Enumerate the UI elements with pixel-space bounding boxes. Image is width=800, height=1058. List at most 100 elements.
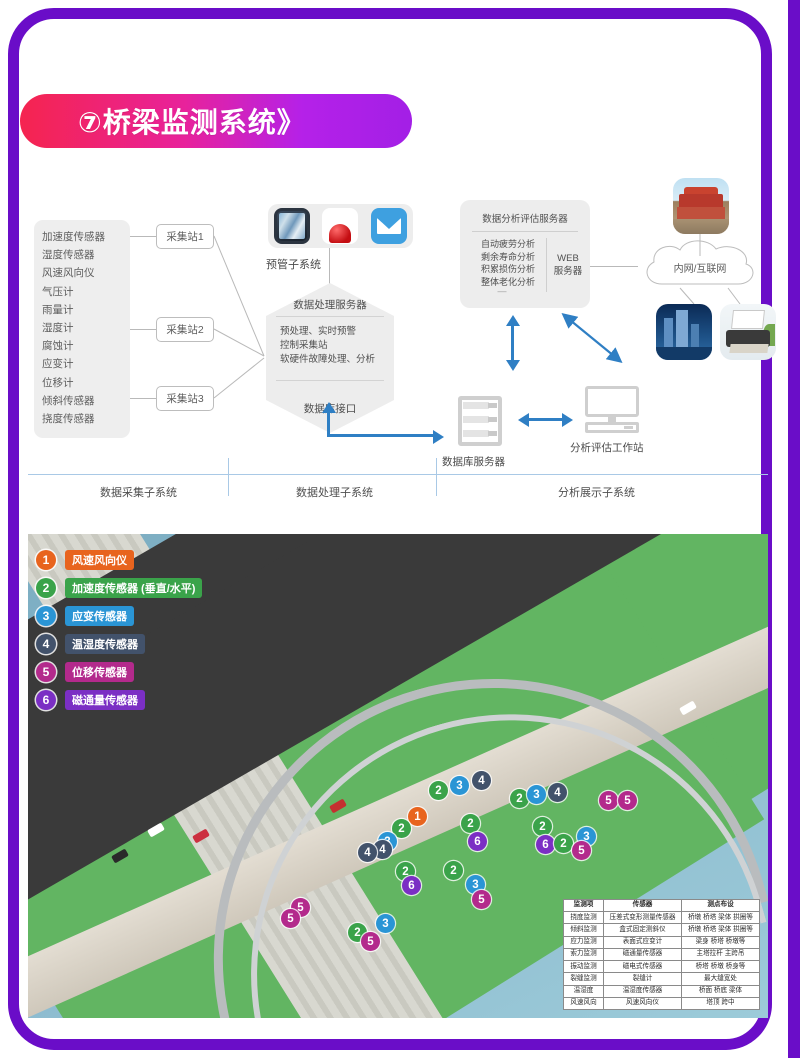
table-cell: 桥墩 桥塔 梁体 拱圈等 xyxy=(681,911,760,925)
sensor-item: 雨量计 xyxy=(42,303,74,316)
right-purple-bar xyxy=(788,0,800,1058)
legend-label: 温湿度传感器 xyxy=(65,634,145,654)
table-row: 挠度监测压差式变形测量传感器桥墩 桥塔 梁体 拱圈等 xyxy=(563,911,760,925)
alert-icon-group xyxy=(268,204,413,248)
workstation-label: 分析评估工作站 xyxy=(570,442,644,454)
alert-subsystem-label: 预管子系统 xyxy=(266,259,321,271)
legend-number-badge: 5 xyxy=(36,662,56,682)
analysis-evaluation-server-box: 数据分析评估服务器 自动疲劳分析 剩余寿命分析 积累损伤分析 整体老化分析 WE… xyxy=(460,200,590,308)
sensor-marker: 4 xyxy=(548,783,567,802)
flow-line-vertical xyxy=(327,411,330,437)
table-cell: 最大缝宽处 xyxy=(681,972,760,986)
legend-number-badge: 3 xyxy=(36,606,56,626)
cloud-photo-connectors xyxy=(679,234,741,305)
connector-line xyxy=(130,329,156,330)
flow-line-horizontal xyxy=(528,418,564,421)
analysis-box-title: 数据分析评估服务器 xyxy=(482,214,568,225)
sensor-marker: 2 xyxy=(392,819,411,838)
flow-arrow-up-icon xyxy=(322,402,336,413)
sensor-item: 挠度传感器 xyxy=(42,413,95,426)
sensor-marker: 3 xyxy=(466,875,485,894)
table-cell: 桥面 桥底 梁体 xyxy=(681,984,760,998)
collection-station-3[interactable]: 采集站3 xyxy=(156,386,214,411)
monitoring-table: 监测项 传感器 测点布设 挠度监测压差式变形测量传感器桥墩 桥塔 梁体 拱圈等倾… xyxy=(563,898,760,1011)
analysis-items: 自动疲劳分析 剩余寿命分析 积累损伤分析 整体老化分析 xyxy=(472,238,544,288)
table-row: 裂缝监测裂缝计最大缝宽处 xyxy=(563,972,760,986)
sensor-marker: 5 xyxy=(618,791,637,810)
subsystem-label-analysis: 分析展示子系统 xyxy=(558,487,635,499)
sensor-marker: 6 xyxy=(536,835,555,854)
table-row: 索力监测磁通量传感器主塔拉杆 主跨吊 xyxy=(563,947,760,962)
table-cell: 桥墩 桥塔 梁体 拱圈等 xyxy=(681,923,760,937)
sensor-marker: 5 xyxy=(572,841,591,860)
legend-number-badge: 2 xyxy=(36,578,56,598)
database-server-icon xyxy=(458,396,502,446)
flow-line-horizontal xyxy=(327,434,435,437)
table-cell: 裂缝监测 xyxy=(563,972,604,986)
sensor-item: 位移计 xyxy=(42,376,74,389)
subsystem-label-acquisition: 数据采集子系统 xyxy=(100,487,177,499)
table-cell: 表面式应变计 xyxy=(603,935,682,949)
sensor-marker: 3 xyxy=(450,776,469,795)
subsystem-label-processing: 数据处理子系统 xyxy=(296,487,373,499)
legend-item: 3 应变传感器 xyxy=(36,602,236,630)
table-cell: 裂缝计 xyxy=(603,972,682,986)
table-cell: 桥塔 桥墩 桥身等 xyxy=(681,960,760,974)
legend-number-badge: 6 xyxy=(36,690,56,710)
sensor-marker: 5 xyxy=(281,909,300,928)
sensor-marker: 5 xyxy=(599,791,618,810)
sensor-marker: 6 xyxy=(468,832,487,851)
collection-station-1[interactable]: 采集站1 xyxy=(156,224,214,249)
legend-label: 风速风向仪 xyxy=(65,550,134,570)
table-cell: 振动监测 xyxy=(563,960,604,974)
cloud-label: 内网/互联网 xyxy=(673,264,727,275)
collection-station-2[interactable]: 采集站2 xyxy=(156,317,214,342)
table-cell: 索力监测 xyxy=(563,947,604,962)
hexagon-title: 数据处理服务器 xyxy=(293,299,367,311)
mail-icon xyxy=(370,208,407,244)
gate-photo xyxy=(673,178,729,234)
flow-arrow-down-icon xyxy=(506,360,520,371)
table-cell: 挠度监测 xyxy=(563,911,604,925)
table-row: 振动监测磁电式传感器桥塔 桥墩 桥身等 xyxy=(563,960,760,974)
table-cell: 磁电式传感器 xyxy=(603,960,682,974)
sensor-marker: 2 xyxy=(444,861,463,880)
table-row: 风速风向风速风向仪塔顶 跨中 xyxy=(563,996,760,1011)
sensor-marker: 6 xyxy=(402,876,421,895)
sensor-item: 湿度传感器 xyxy=(42,249,95,262)
diagonal-double-arrow-icon xyxy=(561,313,623,363)
legend-number-badge: 1 xyxy=(36,550,56,570)
table-header-cell: 监测项 xyxy=(563,898,604,913)
sensor-marker: 4 xyxy=(358,843,377,862)
table-cell: 风速风向 xyxy=(563,996,604,1011)
sensor-marker: 1 xyxy=(408,807,427,826)
monitor-icon xyxy=(274,208,311,244)
sensor-item: 加速度传感器 xyxy=(42,231,105,243)
section-title-pill: ⑦桥梁监测系统》 xyxy=(20,94,412,148)
table-cell: 应力监测 xyxy=(563,935,604,949)
hexagon-body: 预处理、实时预警 控制采集站 软硬件故障处理、分析 xyxy=(280,325,386,367)
table-cell: 盒式固定测斜仪 xyxy=(603,923,682,937)
table-row: 倾斜监测盒式固定测斜仪桥墩 桥塔 梁体 拱圈等 xyxy=(563,923,760,937)
sensor-marker: 5 xyxy=(472,890,491,909)
table-cell: 塔顶 跨中 xyxy=(681,996,760,1011)
legend-label: 应变传感器 xyxy=(65,606,134,626)
sensor-marker: 3 xyxy=(527,785,546,804)
web-server-line: 服务器 xyxy=(553,266,583,277)
subsystem-divider xyxy=(28,474,768,475)
sensor-marker: 2 xyxy=(554,834,573,853)
subsystem-tick xyxy=(228,458,229,496)
analysis-ellipsis: — xyxy=(497,286,507,296)
flow-arrow-left-icon xyxy=(518,413,529,427)
analysis-item: 整体老化分析 xyxy=(480,276,535,287)
alarm-light-icon xyxy=(322,208,359,244)
table-cell: 风速风向仪 xyxy=(603,996,682,1011)
table-row: 应力监测表面式应变计梁身 桥塔 桥墩等 xyxy=(563,935,760,949)
table-cell: 梁身 桥塔 桥墩等 xyxy=(681,935,760,949)
